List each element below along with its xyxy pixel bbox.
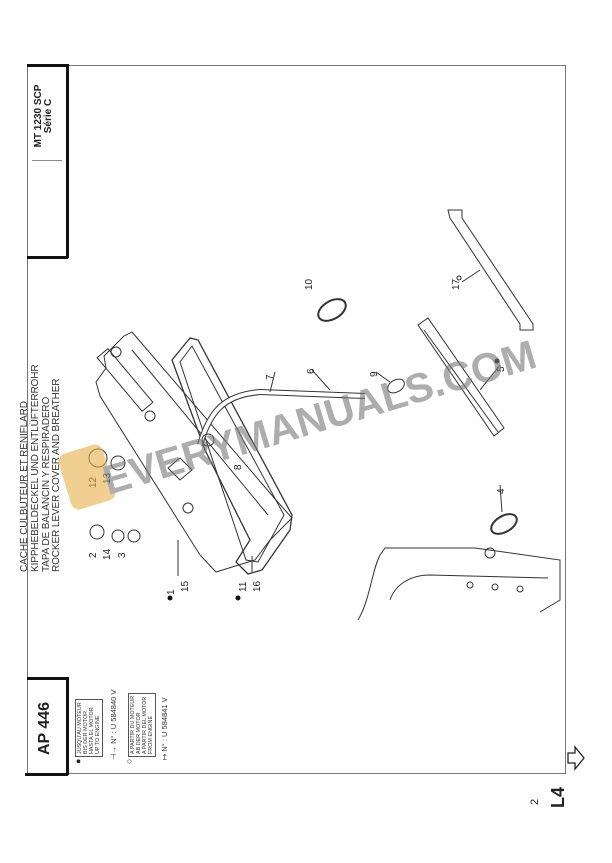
divider: [32, 160, 62, 161]
callout-1: 1: [166, 589, 177, 595]
callout-4: 4: [496, 488, 507, 494]
engine-block: [357, 547, 561, 621]
ring-4: [490, 513, 518, 535]
callout-9: 9: [369, 371, 380, 377]
outline-arrow-right-icon: [567, 745, 585, 771]
title-block-border: [66, 64, 69, 258]
rocker-gasket-inner: [179, 345, 285, 563]
from-marker: [456, 275, 462, 281]
callout-11: 11: [238, 581, 249, 592]
watermark-logo: [58, 444, 116, 510]
callout-10: 10: [304, 278, 315, 290]
callout-8: 8: [233, 464, 244, 470]
callout-7: 7: [265, 374, 276, 380]
ref-block-border: [66, 677, 69, 775]
callout-16: 16: [252, 580, 263, 592]
title-block-border: [27, 64, 68, 67]
title-block-border: [27, 256, 68, 259]
cover-nameplate: [96, 347, 154, 413]
bar-17: [447, 209, 534, 331]
until-marker: [235, 595, 241, 601]
cap-13: [110, 455, 126, 471]
callout-5: 5: [496, 366, 507, 372]
until-marker: [494, 358, 500, 364]
hose-clip-8: [201, 433, 215, 447]
rocker-gasket: [171, 337, 293, 575]
seal-3: [127, 529, 141, 543]
cover-boss: [182, 502, 194, 514]
rocker-shaft-5: [417, 317, 505, 437]
until-marker: [167, 595, 173, 601]
breather-plate: [167, 457, 193, 481]
section-label: L4: [548, 786, 568, 808]
ref-block-border: [27, 677, 68, 680]
ref-block-border: [25, 773, 68, 776]
ring-10: [317, 298, 347, 322]
callout-3: 3: [117, 552, 128, 558]
clip-9: [387, 378, 405, 394]
page-number: 2: [529, 798, 541, 805]
bolt-2: [89, 524, 105, 540]
next-page-arrow[interactable]: [567, 745, 585, 771]
cover-boss: [144, 410, 156, 422]
callout-17: 17: [451, 278, 462, 290]
washer-14: [111, 529, 125, 543]
callout-15: 15: [180, 580, 191, 592]
callout-2: 2: [88, 552, 99, 558]
callout-6: 6: [306, 368, 317, 374]
callout-14: 14: [102, 548, 113, 560]
rocker-cover-edge: [131, 349, 269, 516]
page-frame: [27, 65, 566, 774]
cover-boss: [110, 346, 122, 358]
